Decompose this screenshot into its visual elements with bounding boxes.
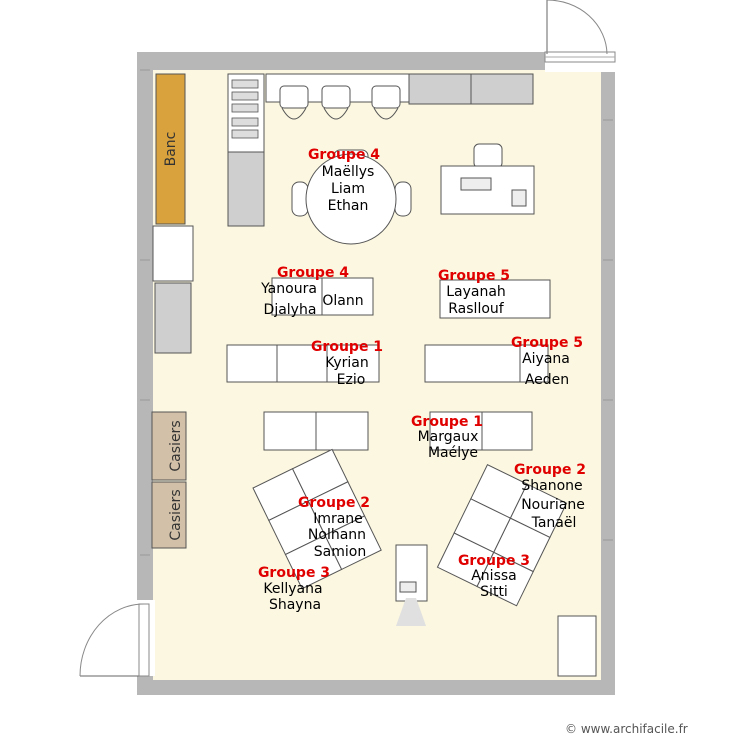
door-bottom-left: [79, 603, 150, 677]
student-name: Sitti: [480, 584, 508, 600]
angled-desks-left: [252, 448, 382, 590]
sink-right: [470, 73, 534, 105]
group-label: Groupe 2: [514, 462, 586, 478]
student-name: Margaux: [418, 429, 479, 445]
student-name: Nolhann: [308, 527, 366, 543]
shelf-unit: [227, 73, 265, 153]
group-label: Groupe 4: [277, 265, 349, 281]
counter-chairs: [279, 85, 401, 120]
group-label: Groupe 3: [258, 565, 330, 581]
group-label: Groupe 3: [458, 553, 530, 569]
student-name: Olann: [322, 293, 363, 309]
student-name: Tanaël: [531, 515, 577, 531]
left-cabinet-gray: [154, 282, 192, 354]
student-name: Shanone: [521, 478, 582, 494]
student-name: Liam: [331, 181, 365, 197]
student-name: Shayna: [269, 597, 321, 613]
bench-label: Banc: [163, 132, 179, 167]
round-table: [291, 149, 412, 245]
locker-2: [151, 481, 187, 549]
group-label: Groupe 5: [511, 335, 583, 351]
group-label: Groupe 5: [438, 268, 510, 284]
student-name: Aeden: [525, 372, 569, 388]
door-opening-top: [545, 50, 617, 72]
student-name: Nouriane: [521, 497, 585, 513]
storage-cabinet: [227, 151, 265, 227]
student-name: Djalyha: [264, 302, 317, 318]
student-name: Rasllouf: [448, 301, 505, 317]
locker-1-label: Casiers: [168, 420, 184, 471]
student-name: Maëllys: [322, 164, 375, 180]
angled-desks-right: [436, 464, 568, 607]
locker-1: [151, 411, 187, 481]
teacher-desk: [440, 143, 535, 215]
bench: [155, 73, 186, 225]
group-label: Groupe 2: [298, 495, 370, 511]
group-label: Groupe 1: [411, 414, 483, 430]
student-name: Samion: [314, 544, 366, 560]
student-name: Yanoura: [260, 281, 317, 297]
wall-windows: [140, 69, 613, 556]
watermark: © www.archifacile.fr: [565, 722, 688, 736]
door-opening-left: [135, 600, 155, 676]
student-name: Layanah: [446, 284, 506, 300]
student-name: Maélye: [428, 445, 478, 461]
bottom-right-cabinet: [557, 615, 597, 677]
student-name: Anissa: [471, 568, 517, 584]
locker-2-label: Casiers: [168, 489, 184, 540]
door-top-right: [544, 0, 616, 63]
student-name: Kyrian: [325, 355, 369, 371]
student-name: Aiyana: [522, 351, 570, 367]
group-label: Groupe 1: [311, 339, 383, 355]
sink-left: [408, 73, 472, 105]
projector-cart: [395, 544, 428, 626]
desks: [226, 277, 551, 451]
student-name: Ethan: [328, 198, 369, 214]
student-name: Kellyana: [263, 581, 322, 597]
group-label: Groupe 4: [308, 147, 380, 163]
student-name: Ezio: [337, 372, 366, 388]
student-name: Imrane: [313, 511, 363, 527]
left-cabinet: [152, 225, 194, 282]
